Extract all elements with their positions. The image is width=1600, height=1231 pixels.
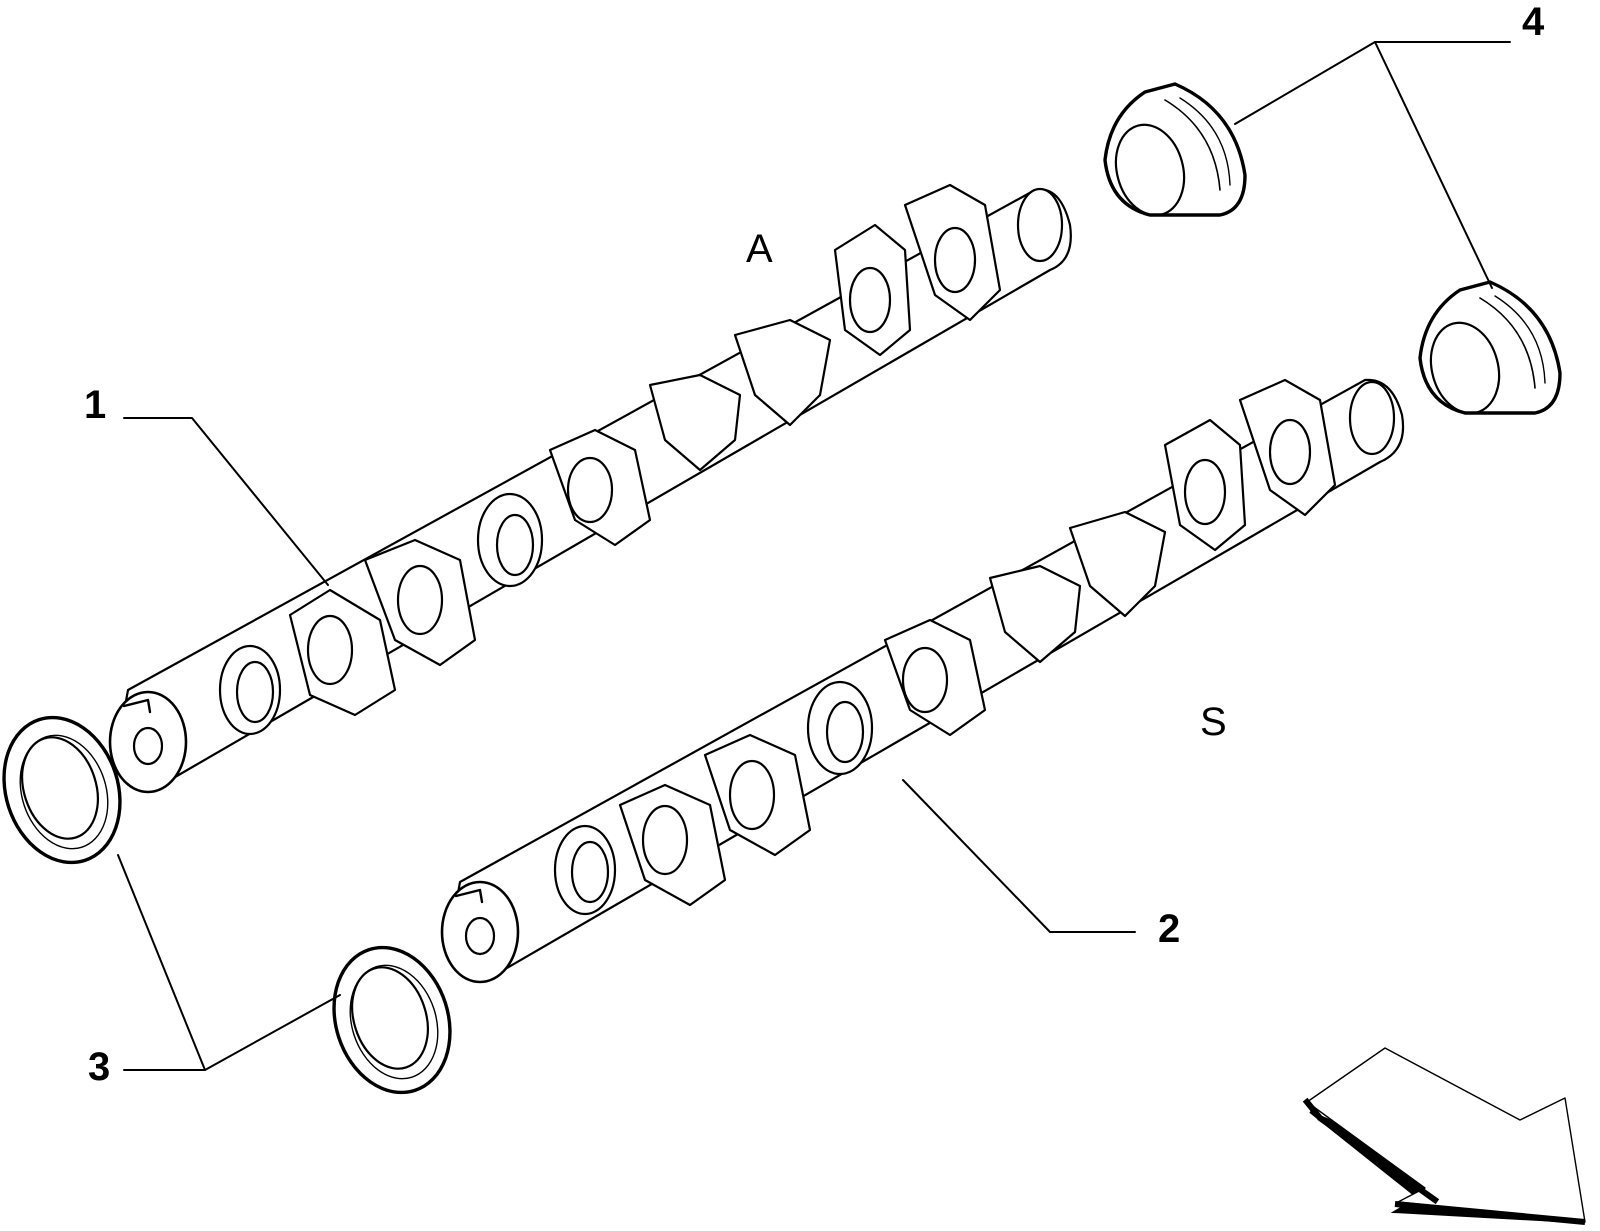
bushing-s xyxy=(1418,280,1562,415)
leader-lines xyxy=(117,41,1511,1071)
shaft-label-s: S xyxy=(1200,700,1227,744)
leader-line-3b xyxy=(204,994,341,1071)
oil-seal-s xyxy=(332,945,452,1095)
callout-2: 2 xyxy=(1158,907,1180,951)
callout-1: 1 xyxy=(84,383,106,427)
callout-3: 3 xyxy=(88,1045,110,1089)
leader-line-1 xyxy=(123,417,329,586)
leader-line-4 xyxy=(1234,41,1511,125)
camshaft-a xyxy=(108,183,1072,794)
leader-line-3 xyxy=(117,854,206,1071)
leader-line-4b xyxy=(1374,41,1493,289)
shaft-label-a: A xyxy=(746,227,773,271)
arrow-down-right-icon xyxy=(1302,1047,1586,1225)
leader-line-2 xyxy=(902,779,1136,933)
camshaft-s xyxy=(440,378,1405,984)
callout-4: 4 xyxy=(1522,0,1545,44)
oil-seal-a xyxy=(2,715,122,865)
bushing-a xyxy=(1103,82,1247,217)
